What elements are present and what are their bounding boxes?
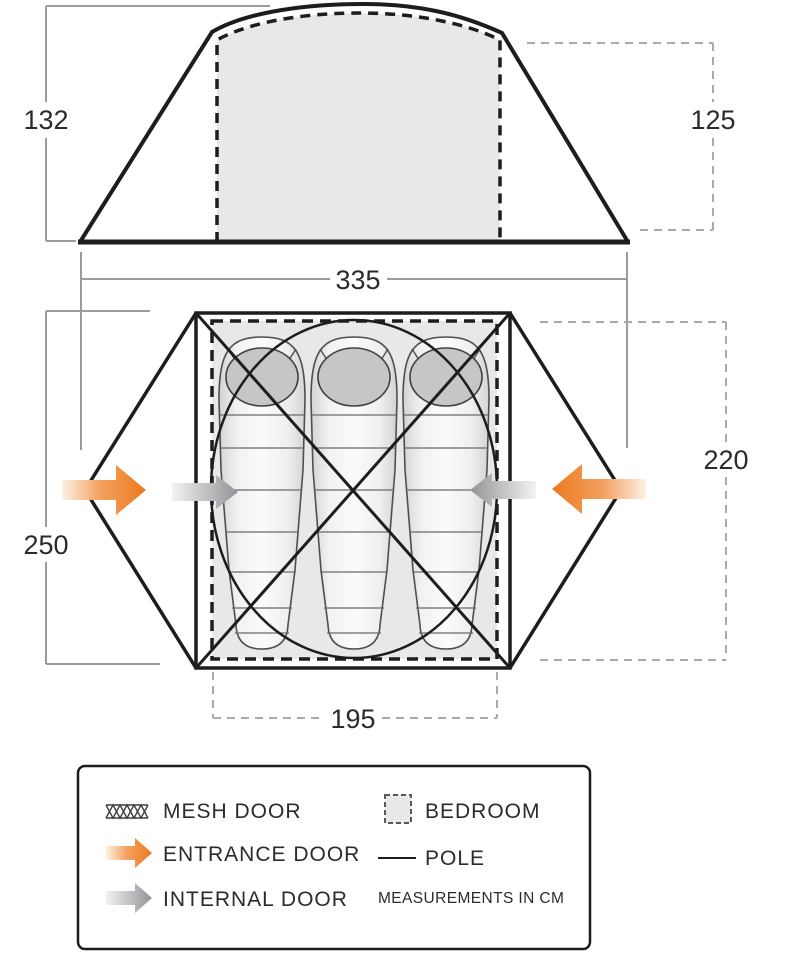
internal-door-icon [106, 883, 152, 913]
dimension-125-label: 125 [690, 105, 735, 135]
dimension-132-label: 132 [23, 105, 68, 135]
measurements-note: MEASUREMENTS IN CM [378, 890, 564, 907]
entrance-door-icon [106, 838, 152, 868]
mesh-door-icon [105, 803, 149, 820]
pole-label: POLE [425, 847, 485, 870]
legend: MESH DOOR ENTRANCE DOOR INTERNAL DOOR BE… [76, 764, 592, 951]
bedroom-label: BEDROOM [425, 800, 541, 823]
internal-arrow-right [470, 473, 536, 507]
dimension-220-label: 220 [703, 445, 748, 475]
dimension-195-label: 195 [330, 704, 375, 734]
entrance-door-label: ENTRANCE DOOR [163, 843, 360, 866]
bedroom-icon [384, 794, 412, 824]
internal-door-label: INTERNAL DOOR [163, 888, 348, 911]
side-flysheet-outline [78, 1, 630, 244]
pole-diagonal-2 [194, 312, 512, 669]
dimension-195: 195 [212, 672, 498, 734]
dimension-132: 132 [23, 5, 270, 242]
entrance-arrow-left [62, 465, 146, 515]
side-elevation-view: 132 125 335 [23, 1, 736, 450]
floor-plan-view: 250 220 195 [23, 310, 749, 734]
dimension-125: 125 [527, 42, 736, 231]
legend-box [76, 764, 592, 951]
dimension-220: 220 [540, 321, 749, 661]
dimension-335-label: 335 [335, 265, 380, 295]
dimension-250-label: 250 [23, 530, 68, 560]
entrance-arrow-right [552, 464, 646, 514]
side-bedroom-area [217, 13, 500, 242]
internal-arrow-left [172, 475, 238, 509]
dimension-335: 335 [80, 252, 628, 450]
side-bedroom-outline-dashed [215, 11, 502, 242]
dimension-250: 250 [23, 310, 160, 665]
mesh-door-label: MESH DOOR [163, 800, 302, 823]
